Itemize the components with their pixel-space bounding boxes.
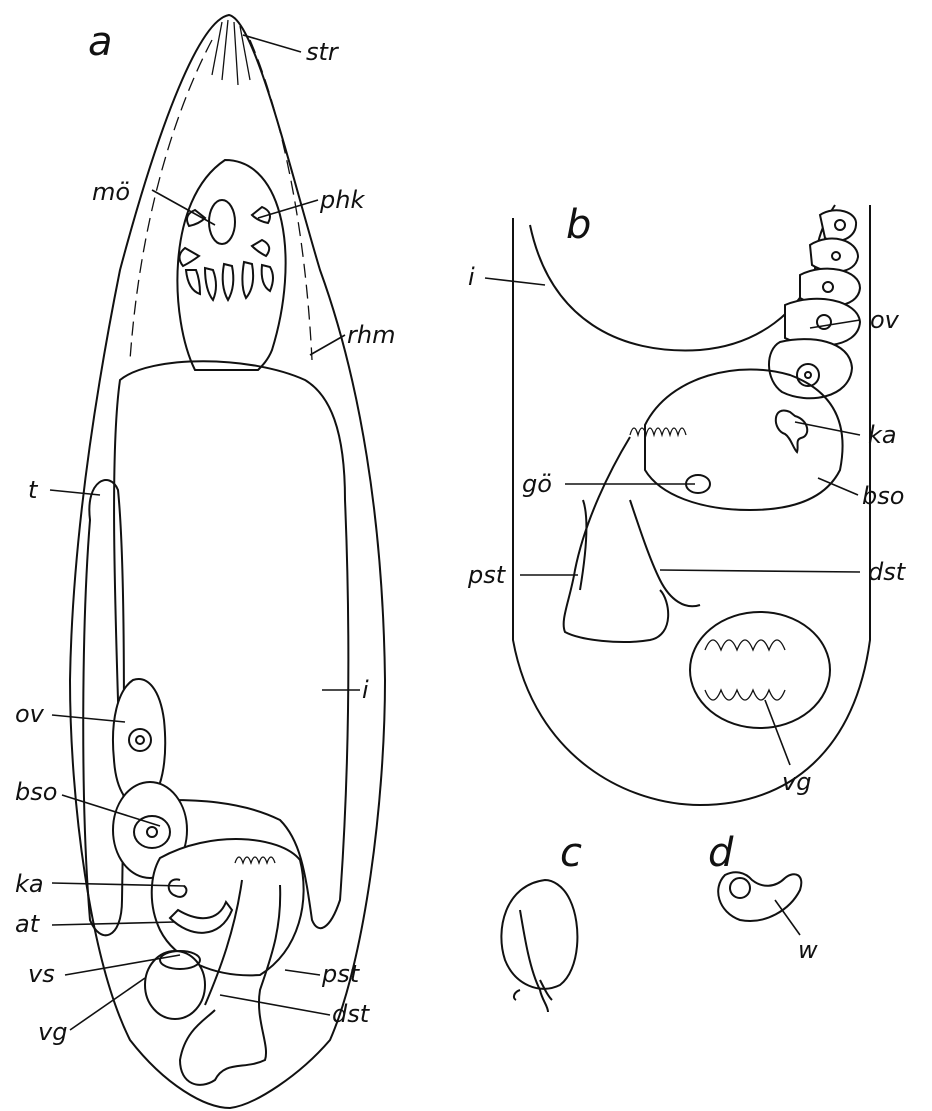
panel-b-letter: b [566,202,591,248]
label-ka-b: ka [868,421,897,449]
label-ov-b: ov [870,306,900,334]
panel-c-letter: c [560,830,582,876]
label-dst-b: dst [868,558,907,586]
distal-duct [630,500,700,606]
panel-b: b [467,202,907,805]
label-vs: vs [28,960,55,988]
panel-a-letter: a [88,19,113,65]
ovary-b [769,210,860,398]
label-ka-a: ka [15,870,44,898]
sperm-receptacle-d [718,872,801,921]
opening-d [730,878,750,898]
label-i-b: i [468,263,475,291]
folds-b [630,428,686,435]
label-mo-a: mö [92,178,130,206]
proximal-duct [564,437,669,642]
vagina-b [690,612,830,728]
label-dst-a: dst [332,1000,371,1028]
label-rhm: rhm [347,321,395,349]
label-go: gö [522,470,552,498]
label-bso-a: bso [15,778,57,806]
label-bso-b: bso [862,482,904,510]
panel-a: a [15,15,395,1108]
label-str: str [306,38,340,66]
label-w: w [798,936,818,964]
label-i-a: i [362,676,369,704]
cuticular-organ-c [501,880,577,989]
mouth-opening [209,200,235,244]
vagina [145,951,205,1019]
label-at: at [15,910,41,938]
label-vg-b: vg [782,768,811,796]
cuticular-apparatus-b [776,410,807,452]
label-t: t [28,476,39,504]
label-ov-a: ov [15,700,45,728]
panel-d-letter: d [708,830,734,876]
panel-d: d w [708,830,818,964]
panel-c: c [501,830,582,1012]
label-vg-a: vg [38,1018,67,1046]
label-pst-b: pst [467,561,507,589]
label-pst-a: pst [321,960,361,988]
label-phk: phk [319,186,365,214]
